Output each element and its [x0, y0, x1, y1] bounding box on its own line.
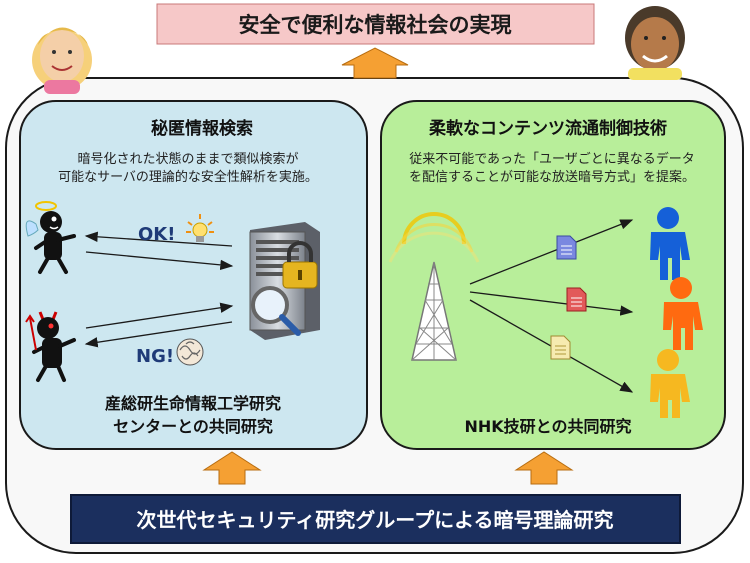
right-panel-heading: 柔軟なコンテンツ流通制御技術 [429, 118, 667, 139]
left-collab-2: センターとの共同研究 [113, 417, 273, 436]
arrow-to-person-blue [469, 219, 634, 285]
arrow-server-to-angel [84, 231, 233, 247]
server-lock-icon [249, 222, 320, 340]
woman-face-icon [32, 27, 92, 94]
left-panel-heading: 秘匿情報検索 [151, 118, 253, 139]
lightbulb-icon [186, 214, 214, 242]
up-arrow-top [341, 47, 409, 79]
tangled-brain-icon [176, 338, 204, 366]
right-collab: NHK技研との共同研究 [464, 417, 631, 436]
bottom-banner [70, 494, 681, 544]
document-icon [566, 287, 587, 312]
left-panel-desc-2: 可能なサーバの理論的な安全性解析を実施。 [58, 169, 318, 185]
devil-figure-icon [25, 311, 76, 382]
up-arrow-right [514, 451, 574, 485]
left-collab-1: 産総研生命情報工学研究 [105, 394, 281, 413]
broadcast-tower-icon [388, 212, 480, 361]
man-face-icon [625, 6, 685, 80]
right-panel-desc-1: 従来不可能であった「ユーザごとに異なるデータ [409, 151, 695, 167]
ok-label: OK! [138, 224, 175, 245]
ng-label: NG! [136, 346, 174, 367]
right-panel-desc-2: を配信することが可能な放送暗号方式」を提案。 [409, 169, 695, 185]
goal-title: 安全で便利な情報社会の実現 [239, 13, 512, 37]
person-icon [650, 349, 690, 418]
document-icon [550, 335, 571, 360]
bottom-banner-text: 次世代セキュリティ研究グループによる暗号理論研究 [137, 508, 614, 532]
arrow-devil-to-server [85, 302, 234, 329]
document-icon [556, 235, 577, 260]
left-panel [19, 100, 368, 450]
left-panel-desc-1: 暗号化された状態のままで類似検索が [77, 151, 298, 167]
arrow-angel-to-server [85, 251, 234, 271]
angel-figure-icon [25, 201, 76, 274]
goal-title-box [156, 3, 595, 45]
arrow-server-to-devil [84, 321, 233, 348]
right-panel [380, 100, 726, 450]
person-icon [650, 207, 690, 280]
arrow-to-person-orange [469, 291, 634, 316]
person-icon [663, 277, 703, 350]
up-arrow-left [202, 451, 262, 485]
